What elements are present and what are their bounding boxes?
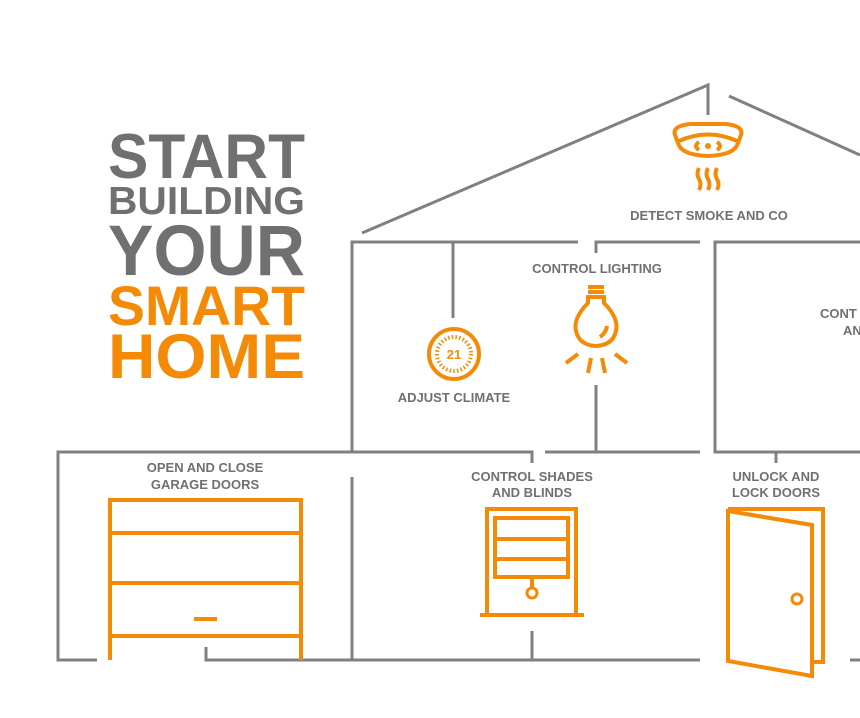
- smoke-label: DETECT SMOKE AND CO: [630, 208, 788, 223]
- thermostat-temperature: 21: [447, 347, 461, 362]
- garage-label-line-2: GARAGE DOORS: [151, 477, 260, 492]
- headline: START BUILDING YOUR SMART HOME: [108, 122, 305, 392]
- smoke-detector-icon: [672, 122, 744, 191]
- shades-label-line-1: CONTROL SHADES: [471, 469, 593, 484]
- door-icon: [726, 507, 825, 679]
- lighting-label: CONTROL LIGHTING: [532, 261, 662, 276]
- headline-line-4: SMART: [108, 274, 305, 337]
- house-outline: [56, 82, 860, 662]
- headline-line-3: YOUR: [108, 212, 305, 291]
- doors-label-line-2: LOCK DOORS: [732, 485, 820, 500]
- partial-label-line-2: AN: [843, 323, 860, 338]
- climate-label: ADJUST CLIMATE: [398, 390, 511, 405]
- headline-line-5: HOME: [108, 322, 305, 392]
- garage-label-line-1: OPEN AND CLOSE: [147, 460, 264, 475]
- window-blinds-icon: [480, 507, 584, 617]
- light-bulb-icon: [564, 285, 629, 374]
- partial-label-line-1: CONT: [820, 306, 857, 321]
- doors-label-line-1: UNLOCK AND: [733, 469, 820, 484]
- garage-door-icon: [108, 498, 303, 660]
- thermostat-icon: 21: [427, 327, 481, 381]
- shades-label-line-2: AND BLINDS: [492, 485, 572, 500]
- headline-line-2: BUILDING: [108, 180, 305, 223]
- headline-line-1: START: [108, 122, 305, 192]
